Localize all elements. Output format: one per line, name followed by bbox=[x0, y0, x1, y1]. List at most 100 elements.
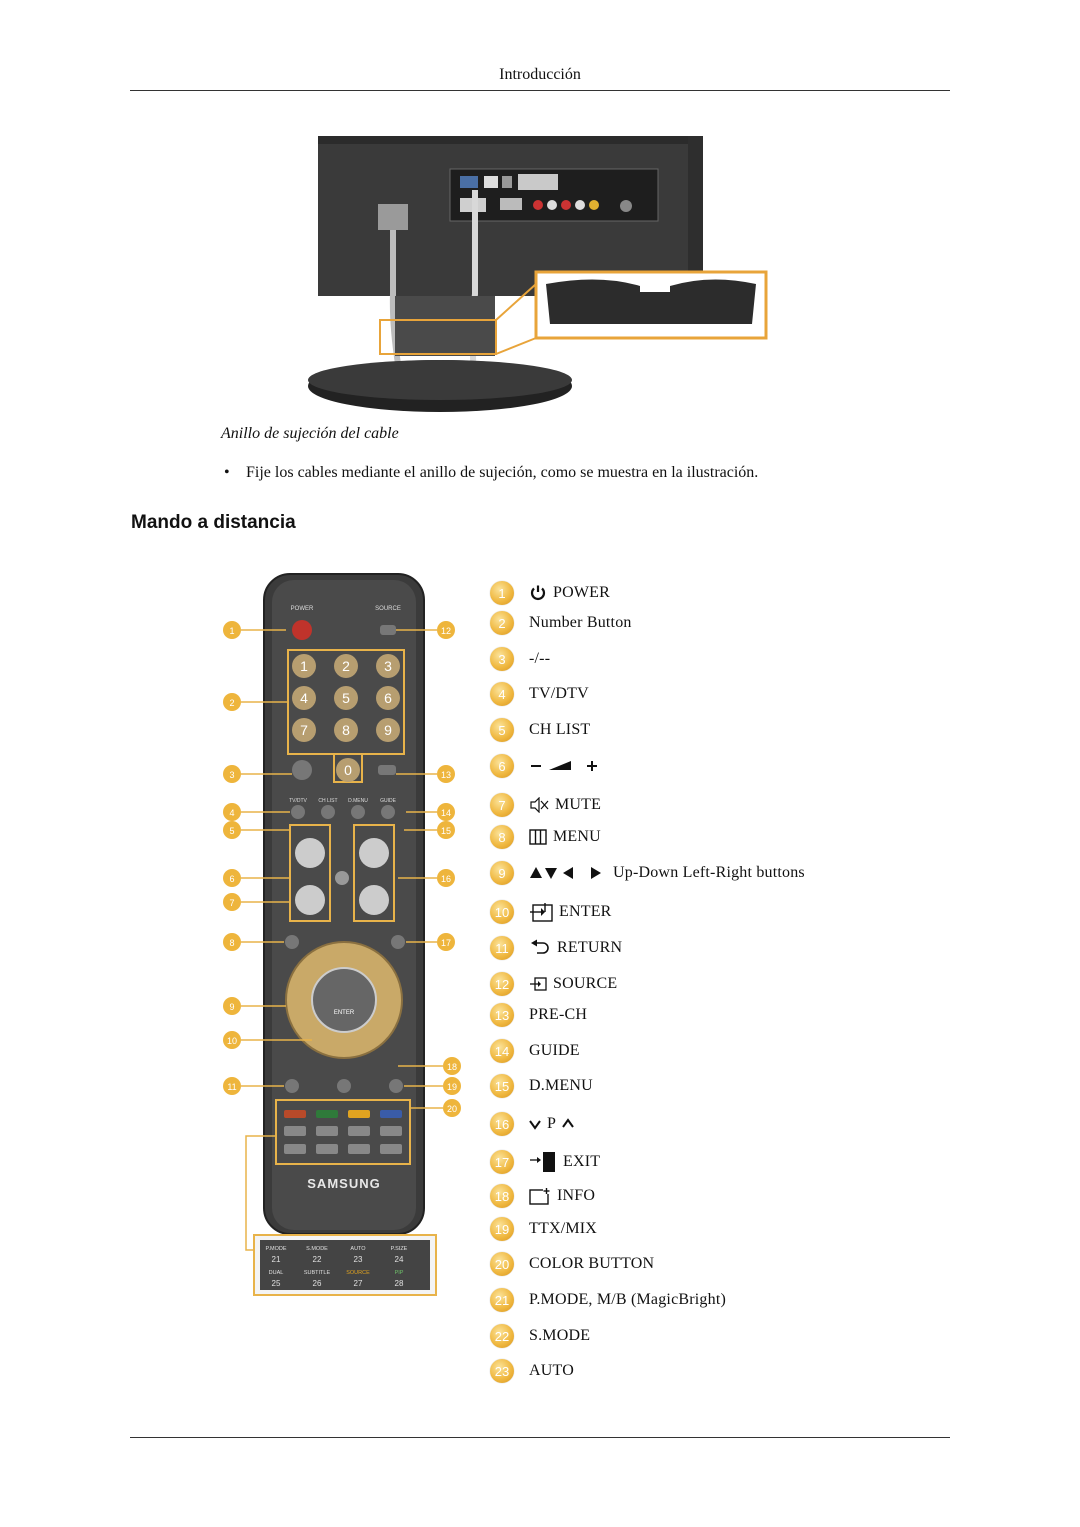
remote-ch-up bbox=[359, 838, 389, 868]
channel-up-icon bbox=[562, 1117, 574, 1131]
legend-label-group: AUTO bbox=[529, 1362, 574, 1380]
remote-callout-number: 11 bbox=[227, 1082, 236, 1092]
remote-callout-badge bbox=[443, 1057, 461, 1075]
legend-item: 12 SOURCE bbox=[490, 970, 617, 998]
legend-label: POWER bbox=[553, 584, 610, 601]
legend-label-group: MUTE bbox=[529, 796, 601, 814]
legend-label-group: INFO bbox=[529, 1187, 595, 1205]
remote-number-key-label: 0 bbox=[344, 762, 352, 778]
bullet-text-row: •Fije los cables mediante el anillo de s… bbox=[224, 464, 758, 482]
remote-row-button bbox=[381, 805, 395, 819]
remote-callout-number: 16 bbox=[441, 874, 451, 884]
remote-inset-label: SUBTITLE bbox=[304, 1270, 331, 1276]
remote-callout-number: 20 bbox=[447, 1104, 457, 1114]
legend-label-group: RETURN bbox=[529, 939, 622, 957]
remote-callout-badge bbox=[223, 693, 241, 711]
remote-callout-number: 1 bbox=[229, 626, 234, 636]
remote-callout-number: 2 bbox=[229, 698, 234, 708]
remote-callout-badge bbox=[437, 765, 455, 783]
exit-icon bbox=[529, 1150, 557, 1174]
remote-callout-badge bbox=[223, 1031, 241, 1049]
remote-number-key bbox=[292, 718, 316, 742]
remote-exit-button bbox=[391, 935, 405, 949]
legend-label-group: POWER bbox=[529, 584, 610, 602]
remote-number-key-label: 4 bbox=[300, 690, 308, 706]
mute-icon bbox=[529, 797, 549, 813]
remote-number-key bbox=[292, 654, 316, 678]
legend-label: PRE-CH bbox=[529, 1006, 588, 1023]
legend-number-badge: 13 bbox=[490, 1003, 514, 1027]
footer-rule bbox=[130, 1437, 950, 1438]
remote-callout-badge bbox=[443, 1099, 461, 1117]
legend-number-badge: 12 bbox=[490, 972, 514, 996]
remote-number-key-label: 8 bbox=[342, 722, 350, 738]
legend-number-badge: 7 bbox=[490, 793, 514, 817]
remote-mode-key bbox=[316, 1144, 338, 1154]
legend-label-group: CH LIST bbox=[529, 721, 590, 739]
remote-row-label: D.MENU bbox=[348, 798, 368, 804]
remote-callout-badge bbox=[223, 621, 241, 639]
remote-callout-number: 7 bbox=[229, 898, 234, 908]
legend-label-group: COLOR BUTTON bbox=[529, 1255, 654, 1273]
legend-label: D.MENU bbox=[529, 1077, 593, 1094]
remote-number-key bbox=[334, 654, 358, 678]
legend-label-group: SOURCE bbox=[529, 975, 617, 993]
legend-label: TV/DTV bbox=[529, 685, 589, 702]
remote-callout-badge bbox=[437, 821, 455, 839]
monitor-back-illustration bbox=[308, 136, 768, 412]
remote-color-key bbox=[316, 1110, 338, 1118]
legend-label-group: GUIDE bbox=[529, 1042, 580, 1060]
remote-enter-button bbox=[311, 967, 377, 1033]
legend-label: Number Button bbox=[529, 614, 632, 631]
remote-row-label: CH LIST bbox=[318, 798, 337, 804]
source-icon bbox=[529, 976, 547, 992]
remote-mode-key bbox=[316, 1126, 338, 1136]
remote-callout-number: 8 bbox=[229, 938, 234, 948]
remote-callout-badge bbox=[223, 1077, 241, 1095]
legend-number-badge: 11 bbox=[490, 936, 514, 960]
legend-label-group: PRE-CH bbox=[529, 1006, 587, 1024]
legend-label: CH LIST bbox=[529, 721, 591, 738]
legend-label-group: TV/DTV bbox=[529, 685, 589, 703]
remote-mode-key bbox=[284, 1144, 306, 1154]
remote-power-button bbox=[292, 620, 312, 640]
remote-inset-number: 21 bbox=[272, 1255, 281, 1264]
remote-callout-badge bbox=[223, 997, 241, 1015]
legend-number-badge: 9 bbox=[490, 861, 514, 885]
remote-mode-key bbox=[284, 1126, 306, 1136]
bullet-dot: • bbox=[224, 464, 230, 481]
legend-number-badge: 2 bbox=[490, 611, 514, 635]
remote-callout-badge bbox=[437, 621, 455, 639]
remote-callout-badge bbox=[223, 803, 241, 821]
legend-number-badge: 4 bbox=[490, 682, 514, 706]
remote-return-button bbox=[285, 1079, 299, 1093]
legend-number-badge: 19 bbox=[490, 1217, 514, 1241]
remote-inset-label: P.MODE bbox=[266, 1246, 287, 1252]
return-icon bbox=[529, 939, 551, 957]
remote-callout-badge bbox=[223, 821, 241, 839]
legend-item: 18 INFO bbox=[490, 1182, 595, 1210]
remote-callout-number: 17 bbox=[441, 938, 451, 948]
remote-inset-number: 26 bbox=[313, 1279, 322, 1288]
legend-number-badge: 18 bbox=[490, 1184, 514, 1208]
remote-vol-down bbox=[295, 885, 325, 915]
remote-ttx-button bbox=[389, 1079, 403, 1093]
remote-color-key bbox=[380, 1110, 402, 1118]
legend-item: 13 PRE-CH bbox=[490, 1001, 587, 1029]
remote-power-label: POWER bbox=[291, 606, 314, 612]
legend-number-badge: 1 bbox=[490, 581, 514, 605]
remote-color-key bbox=[284, 1110, 306, 1118]
remote-callout-number: 6 bbox=[229, 874, 234, 884]
remote-inset-label: PIP bbox=[395, 1270, 404, 1276]
legend-label-group: P bbox=[529, 1115, 574, 1133]
remote-row-label: GUIDE bbox=[380, 798, 397, 804]
remote-row-button bbox=[291, 805, 305, 819]
legend-number-badge: 14 bbox=[490, 1039, 514, 1063]
remote-number-key-label: 5 bbox=[342, 690, 350, 706]
